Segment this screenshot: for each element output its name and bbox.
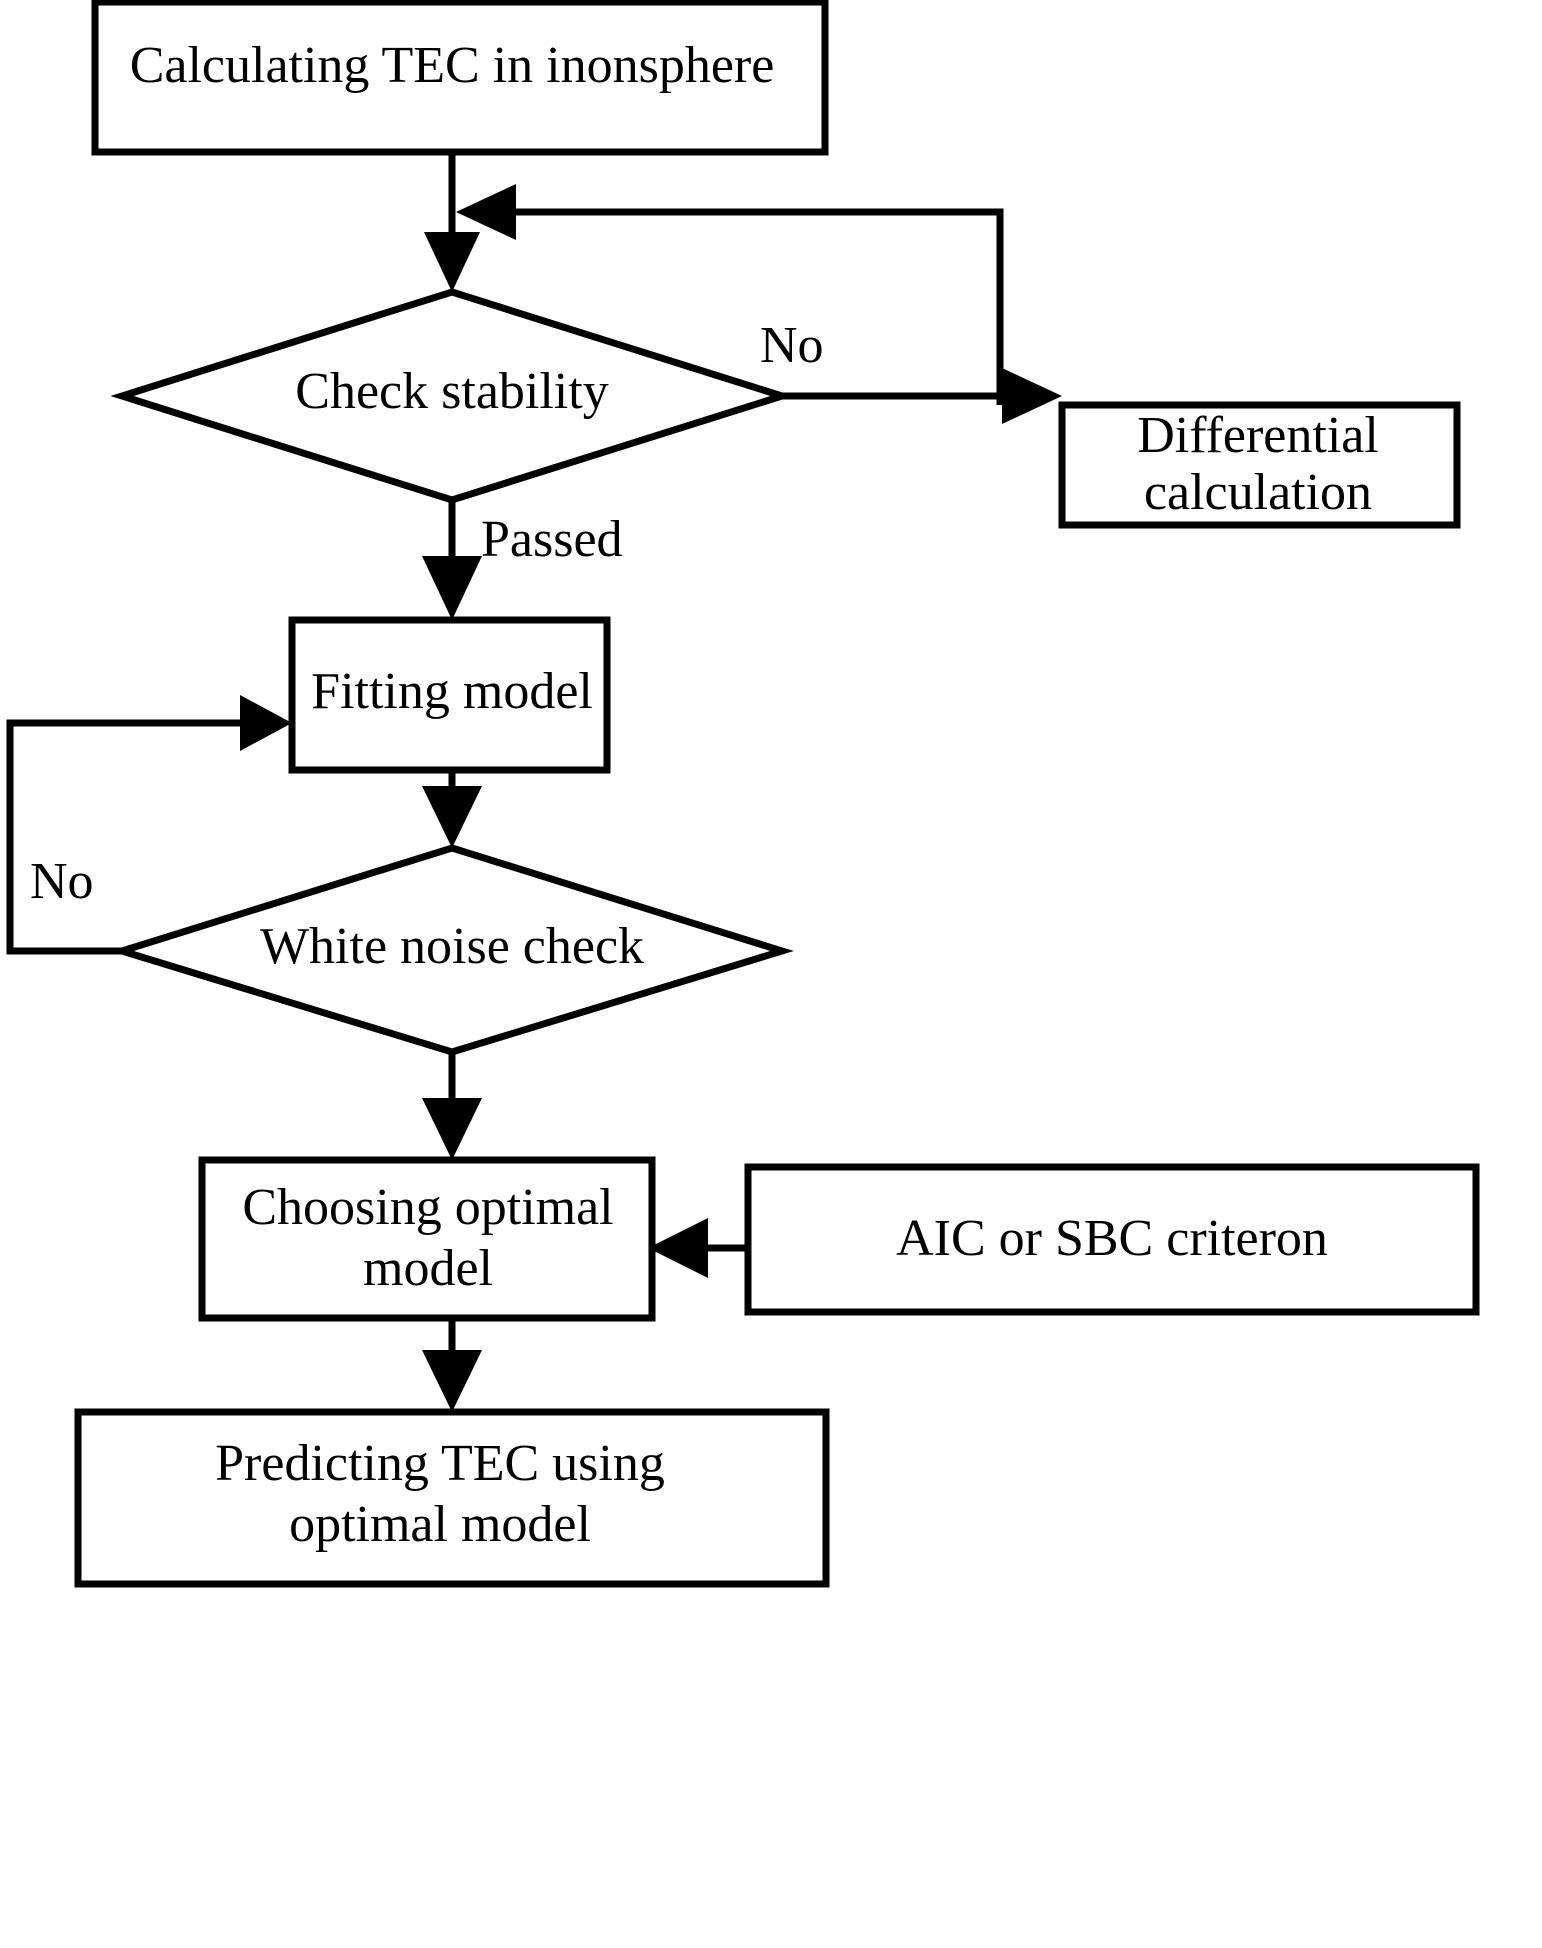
node-check-stability[interactable] — [110, 288, 794, 504]
node-check-stability-label: Check stability — [295, 363, 608, 420]
node-white-noise-check-label: White noise check — [260, 918, 644, 975]
node-aic-or-sbc-criteron-label: AIC or SBC criteron — [896, 1210, 1328, 1267]
node-differential-calculation[interactable] — [1058, 401, 1461, 529]
node-differential-calculation-label-line1: Differential — [1137, 407, 1379, 464]
edge-label-white-noise-no: No — [30, 853, 94, 910]
edge-white-noise-no-loop — [6, 695, 292, 955]
edge-fitting-to-white-noise — [422, 770, 482, 848]
node-calculating-tec-label: Calculating TEC in inonsphere — [130, 37, 775, 94]
node-differential-calculation-label-line2: calculation — [1144, 464, 1372, 521]
edge-choosing-to-predicting — [422, 1318, 482, 1412]
edge-aic-to-choosing — [648, 1218, 750, 1278]
node-predicting-tec-label-line2: optimal model — [289, 1496, 591, 1553]
node-predicting-tec[interactable] — [74, 1408, 830, 1588]
edge-differential-feedback — [456, 184, 1004, 405]
node-predicting-tec-label-line1: Predicting TEC using — [215, 1435, 665, 1492]
edge-check-no-to-differential — [782, 368, 1062, 424]
node-choosing-optimal-model-label-line2: model — [363, 1240, 493, 1297]
node-white-noise-check[interactable] — [110, 844, 794, 1056]
edge-label-stability-passed: Passed — [481, 511, 623, 568]
node-calculating-tec[interactable] — [91, 0, 829, 156]
edge-calculating-to-check — [424, 152, 480, 292]
node-fitting-model-label: Fitting model — [311, 663, 593, 720]
edge-check-passed-to-fitting — [422, 500, 482, 620]
node-aic-or-sbc-criteron[interactable] — [744, 1163, 1480, 1316]
node-fitting-model[interactable] — [288, 616, 611, 774]
node-choosing-optimal-model[interactable] — [198, 1156, 656, 1322]
edge-white-noise-to-choosing — [422, 1052, 482, 1160]
node-choosing-optimal-model-label-line1: Choosing optimal — [242, 1179, 613, 1236]
edge-label-stability-no: No — [760, 317, 824, 374]
